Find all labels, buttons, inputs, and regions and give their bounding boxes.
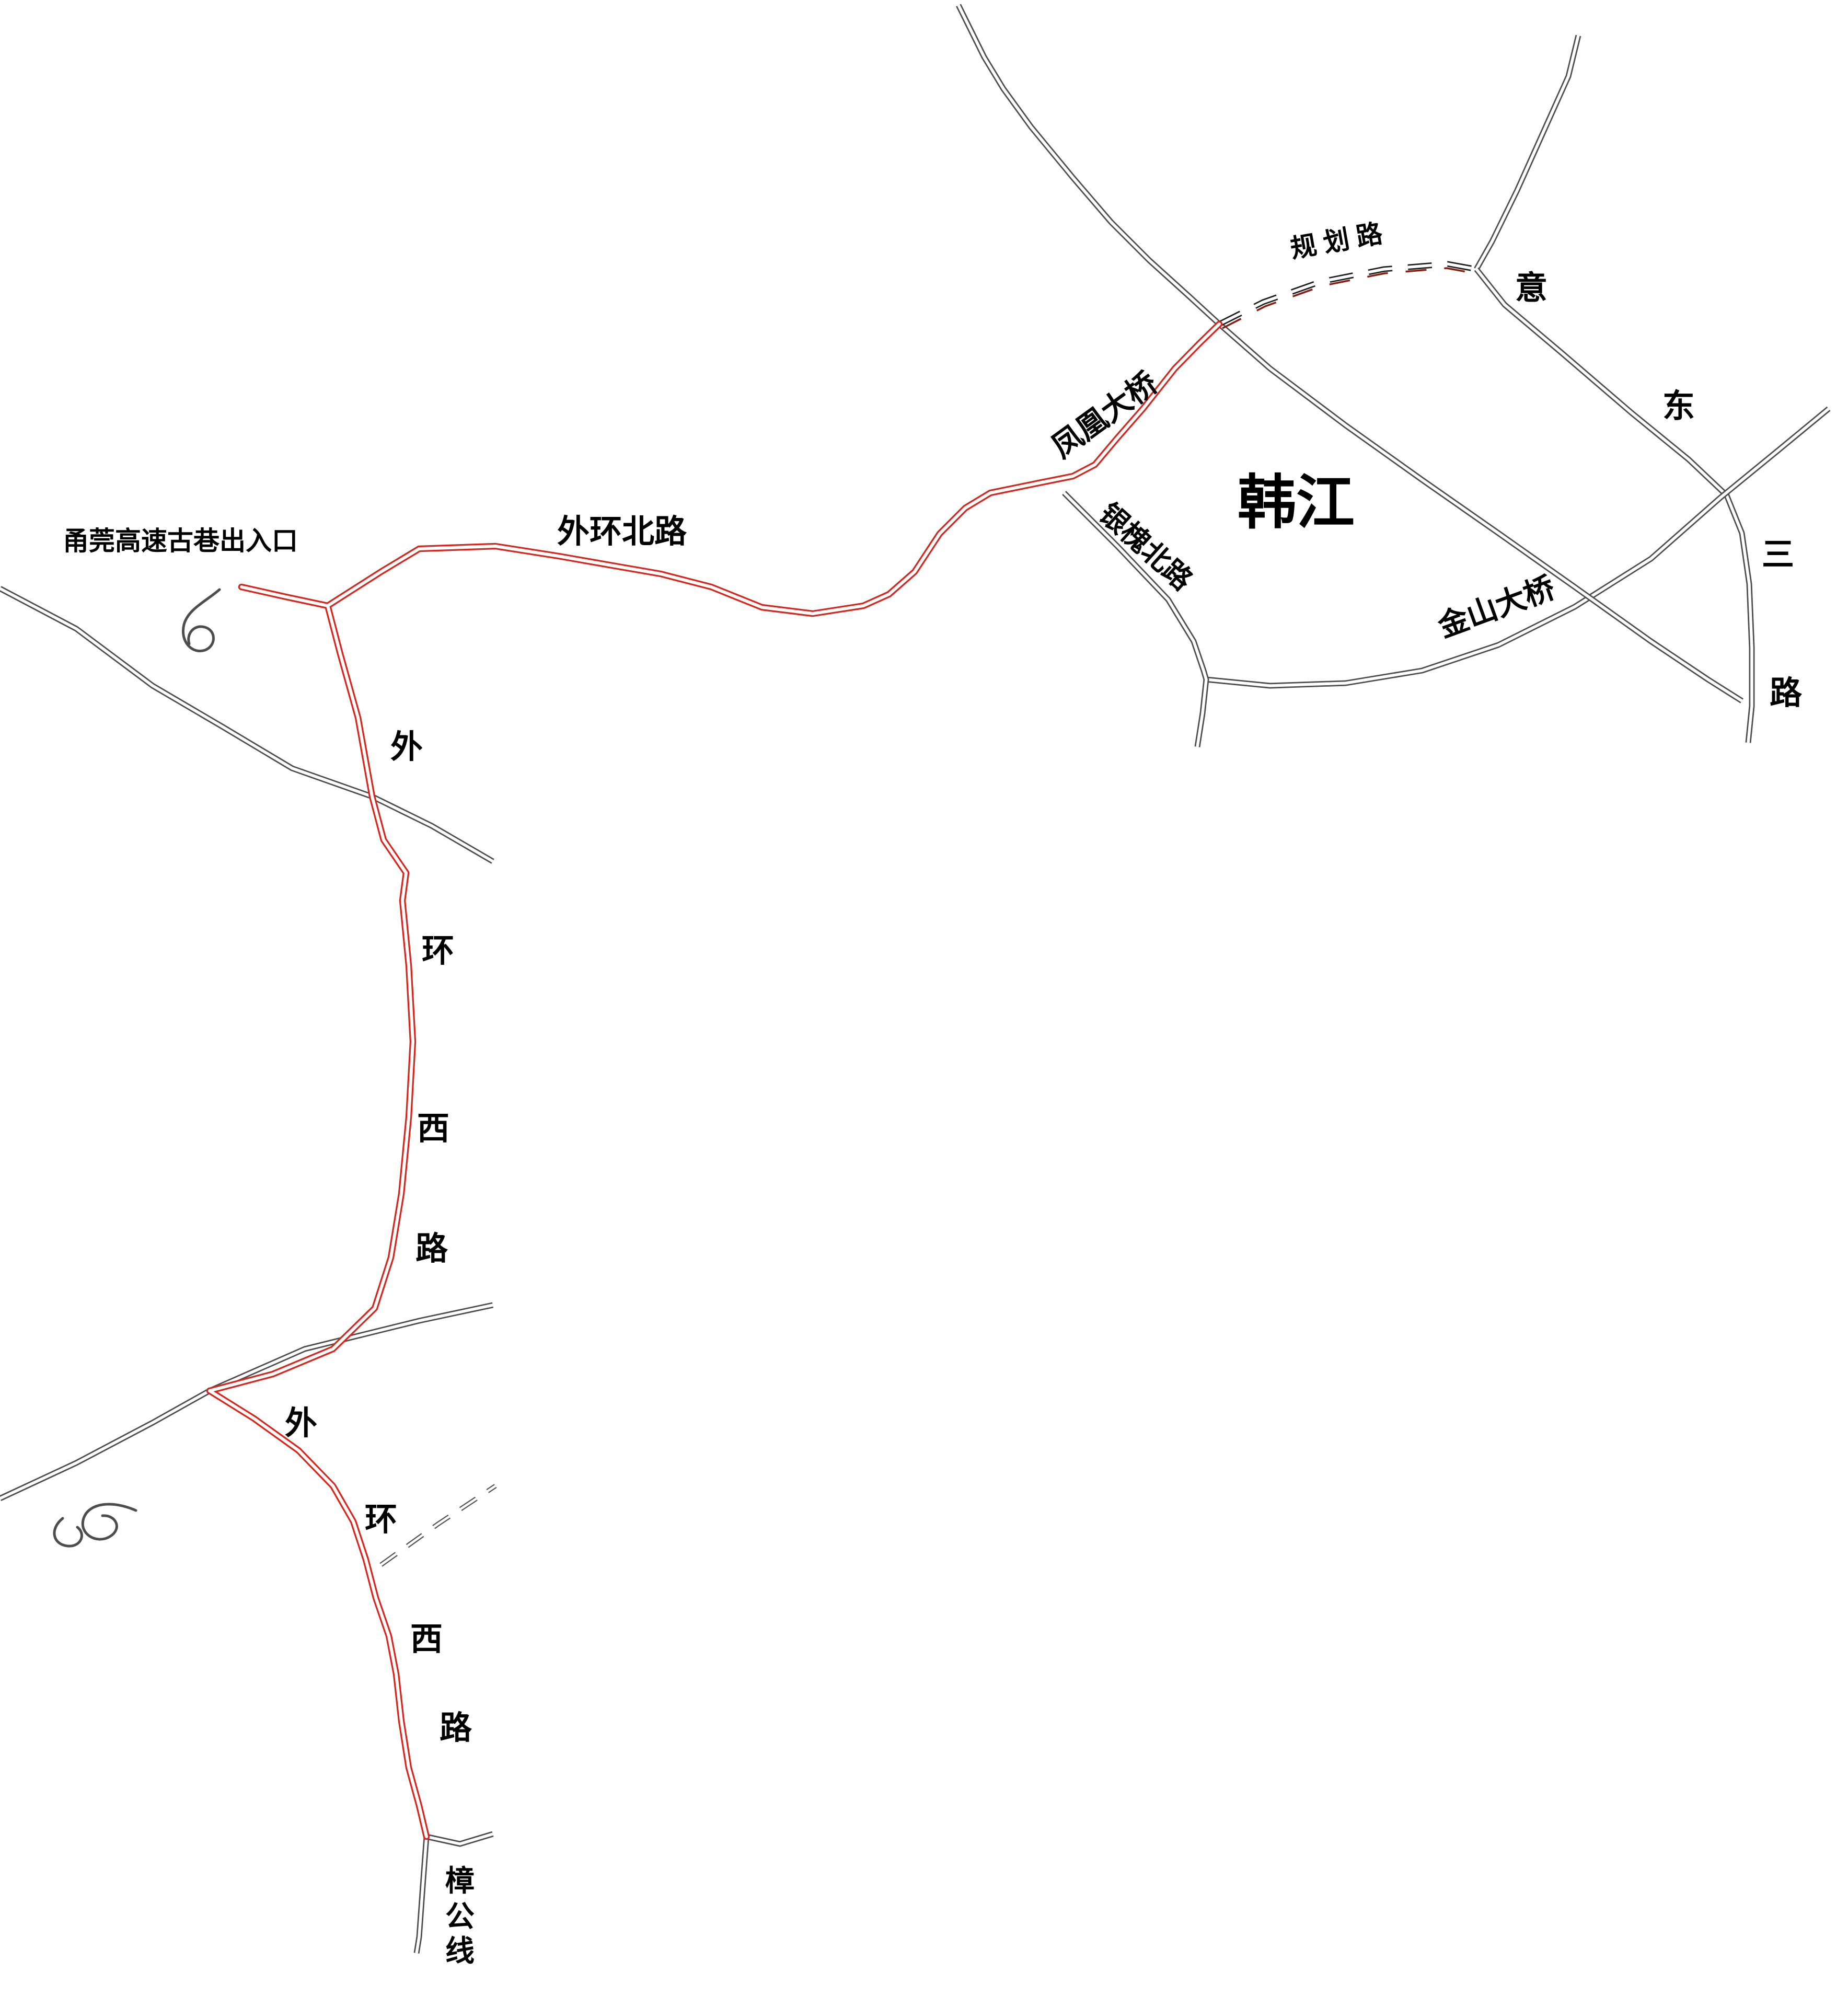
label-waihuan-west-upper-3: 西: [417, 1111, 449, 1147]
road-east-bank: [1217, 321, 1743, 703]
label-waihuan-west-upper-4: 路: [415, 1231, 448, 1267]
interchange-loop-lower-left: [53, 1503, 137, 1548]
label-expressway-exit: 甬莞高速古巷出入口: [63, 526, 298, 556]
road-lower-cross-upright: [208, 1302, 494, 1394]
road-expressway-diagonal: [0, 586, 494, 864]
highlighted-route-waihuan: [206, 320, 1223, 1840]
label-waihuan-west-lower-1: 外: [285, 1405, 317, 1441]
road-planned-dashed: [1218, 261, 1477, 329]
road-yinhuai-north: [1062, 491, 1209, 747]
label-yidong-char-4: 路: [1770, 675, 1803, 711]
road-lower-cross-downleft: [0, 1388, 211, 1501]
label-planned-road: 规 划 路: [1288, 218, 1385, 263]
road-zhanggong-line: [413, 1831, 494, 1954]
map-labels: 甬莞高速古巷出入口 外环北路 凤凰大桥 规 划 路 韩江 银槐北路 金山大桥 意…: [63, 218, 1803, 1967]
gray-road-network: [0, 4, 1831, 1954]
label-waihuan-north-road: 外环北路: [557, 514, 687, 550]
road-top-east: [1474, 34, 1581, 271]
label-yidong-char-2: 东: [1662, 388, 1695, 424]
label-yidong-char-3: 三: [1762, 537, 1794, 573]
interchange-loop-exit: [182, 588, 221, 652]
label-waihuan-west-upper-1: 外: [390, 729, 423, 765]
route-casing: [206, 320, 1223, 1840]
label-jinshan-bridge: 金山大桥: [1434, 570, 1559, 643]
label-yidong-char-1: 意: [1515, 270, 1547, 306]
road-jinshan-bridge: [1206, 406, 1831, 689]
label-zhanggong-char-1: 樟: [445, 1864, 475, 1897]
label-waihuan-west-upper-2: 环: [422, 933, 454, 969]
road-dashed-spur: [379, 1484, 497, 1567]
label-zhanggong-char-2: 公: [445, 1900, 475, 1933]
label-waihuan-west-lower-3: 西: [410, 1621, 443, 1657]
label-han-river: 韩江: [1238, 470, 1355, 535]
label-yinhuai-north-road: 银槐北路: [1093, 498, 1198, 597]
label-waihuan-west-lower-2: 环: [365, 1502, 397, 1538]
label-zhanggong-char-3: 线: [445, 1934, 475, 1967]
route-core: [208, 322, 1221, 1838]
road-top-west: [956, 4, 1221, 327]
label-waihuan-west-lower-4: 路: [440, 1710, 472, 1746]
